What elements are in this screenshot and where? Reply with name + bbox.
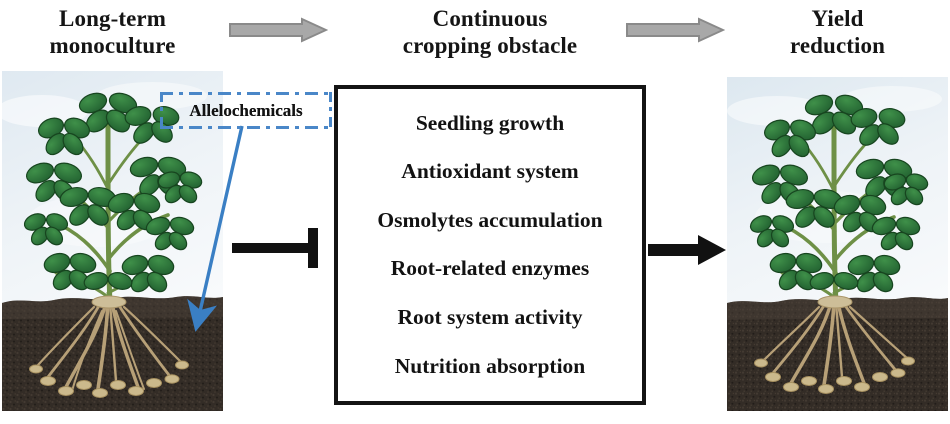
effects-box: Seedling growth Antioxidant system Osmol… xyxy=(334,85,646,405)
inhibition-bar-icon xyxy=(232,226,332,270)
gray-arrow-right-icon-2 xyxy=(625,17,725,43)
header-title-mid: Continuous cropping obstacle xyxy=(402,6,578,59)
allelochemicals-callout-box: Allelochemicals xyxy=(160,92,332,129)
black-arrow-right-icon xyxy=(648,230,728,270)
allelochemicals-pointer-arrow-icon xyxy=(170,120,260,335)
effect-item-2: Antioxidant system xyxy=(401,159,579,184)
effect-item-4: Root-related enzymes xyxy=(390,256,590,281)
effect-item-6: Nutrition absorption xyxy=(394,353,586,378)
effect-item-5: Root system activity xyxy=(397,305,583,330)
header-title-left: Long-term monoculture xyxy=(49,6,176,59)
header-row: Long-term monoculture Continuous croppin… xyxy=(0,0,950,70)
allelochemicals-label: Allelochemicals xyxy=(189,100,303,120)
header-title-right: Yield reduction xyxy=(789,6,886,59)
plant-image-right xyxy=(727,77,948,411)
effect-item-1: Seedling growth xyxy=(415,110,565,135)
effect-item-3: Osmolytes accumulation xyxy=(377,207,603,232)
gray-arrow-right-icon-1 xyxy=(228,17,328,43)
